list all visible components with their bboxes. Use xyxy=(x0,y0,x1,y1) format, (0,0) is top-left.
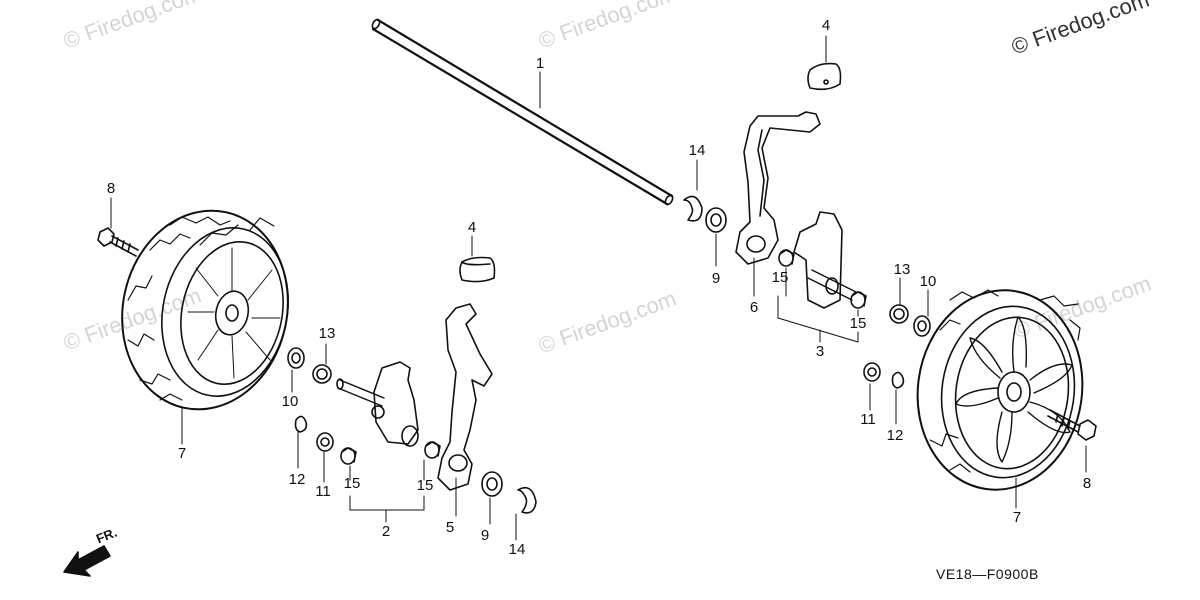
callout-4: 4 xyxy=(821,17,831,34)
bearing-left xyxy=(312,364,332,384)
callout-14: 14 xyxy=(688,142,706,159)
callout-10: 10 xyxy=(281,393,299,410)
left-wheel xyxy=(121,209,289,411)
left-flange-bolt xyxy=(97,227,139,257)
callout-12: 12 xyxy=(288,471,306,488)
callout-14: 14 xyxy=(508,541,526,558)
left-height-lever xyxy=(437,303,493,491)
right-wheel xyxy=(916,289,1084,491)
callout-9: 9 xyxy=(480,527,490,544)
collar-right-a xyxy=(778,249,795,267)
callout-7: 7 xyxy=(177,445,187,462)
callout-2: 2 xyxy=(381,523,391,540)
height-lever-knob-left xyxy=(459,256,496,283)
callout-5: 5 xyxy=(445,519,455,536)
callout-15: 15 xyxy=(849,315,867,332)
washer-11-right xyxy=(863,362,881,382)
clip-12-left xyxy=(294,415,308,433)
callout-15: 15 xyxy=(416,477,434,494)
callout-9: 9 xyxy=(711,270,721,287)
snap-ring-left xyxy=(517,486,537,514)
callout-8: 8 xyxy=(106,180,116,197)
callout-13: 13 xyxy=(893,261,911,278)
callout-1: 1 xyxy=(535,55,545,72)
callout-10: 10 xyxy=(919,273,937,290)
callout-3: 3 xyxy=(815,343,825,360)
callout-11: 11 xyxy=(860,411,876,428)
clip-12-right xyxy=(891,371,905,389)
bearing-right xyxy=(889,304,909,324)
snap-ring-right xyxy=(683,195,703,222)
washer-11-left xyxy=(316,432,334,452)
collar-left-a xyxy=(340,447,357,465)
front-direction-arrow xyxy=(63,545,111,577)
callout-15: 15 xyxy=(771,269,789,286)
collar-right-b xyxy=(850,291,867,309)
washer-9-left xyxy=(481,471,503,497)
right-flange-bolt xyxy=(1047,409,1097,441)
callout-15: 15 xyxy=(343,475,361,492)
right-wheel-bracket xyxy=(793,211,857,309)
left-wheel-bracket xyxy=(336,361,419,447)
right-height-lever xyxy=(735,111,821,265)
axle-shaft xyxy=(371,18,674,206)
callout-4: 4 xyxy=(467,219,477,236)
callout-11: 11 xyxy=(315,483,331,500)
height-lever-knob-right xyxy=(807,62,842,91)
callout-6: 6 xyxy=(749,299,759,316)
callout-8: 8 xyxy=(1082,475,1092,492)
washer-10-left xyxy=(287,347,305,369)
washer-9-right xyxy=(705,207,727,233)
collar-left-b xyxy=(424,441,441,459)
leader-lines xyxy=(110,35,1087,541)
callout-7: 7 xyxy=(1012,509,1022,526)
callout-12: 12 xyxy=(886,427,904,444)
washer-10-right xyxy=(913,315,931,337)
drawing-code: VE18—F0900B xyxy=(936,566,1039,582)
callout-13: 13 xyxy=(318,325,336,342)
